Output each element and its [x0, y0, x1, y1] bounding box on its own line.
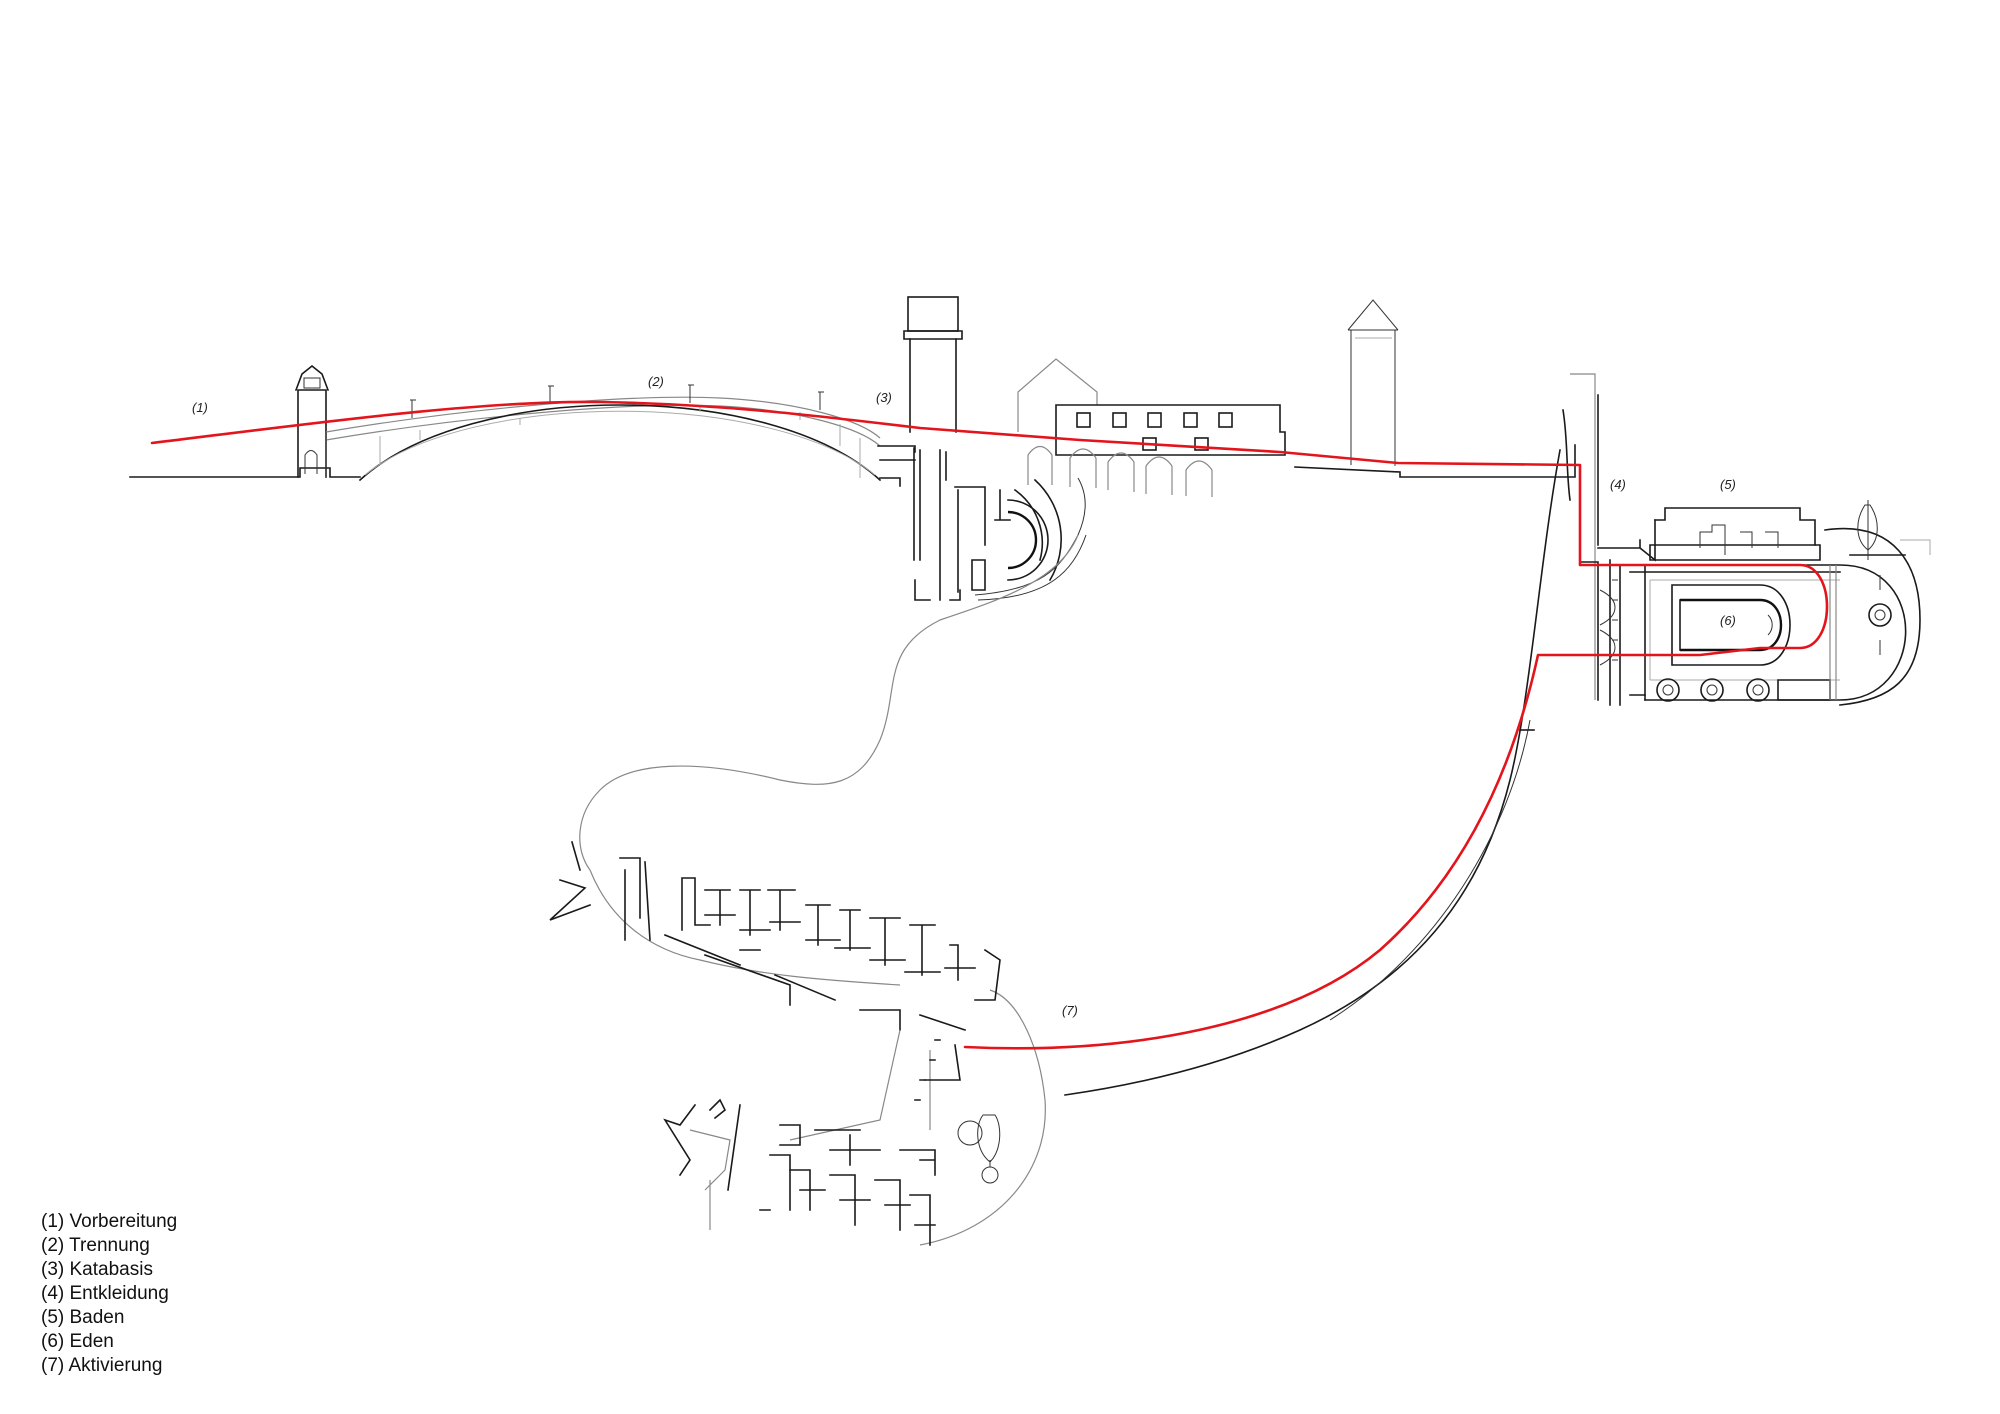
- legend-item: (3) Katabasis: [41, 1259, 153, 1280]
- katabasis-plan: [877, 445, 1087, 601]
- legend: (1) Vorbereitung (2) Trennung (3) Kataba…: [41, 1210, 177, 1378]
- bridge: [325, 384, 882, 482]
- bath-complex: [1064, 373, 1931, 1096]
- legend-item: (5) Baden: [41, 1307, 125, 1328]
- village-buildings: [1017, 358, 1286, 497]
- legend-item: (2) Trennung: [41, 1235, 150, 1256]
- station-label-1: (1): [192, 400, 208, 415]
- legend-item: (6) Eden: [41, 1331, 114, 1352]
- walkway-curve: [579, 534, 1079, 1246]
- legend-item: (1) Vorbereitung: [41, 1211, 178, 1232]
- route-line: [150, 400, 1829, 1050]
- chimney-tower: [903, 296, 963, 433]
- station-label-6: (6): [1720, 613, 1736, 628]
- station-label-4: (4): [1610, 477, 1626, 492]
- ground-line: [129, 444, 1906, 556]
- station-labels: (1) (2) (3) (4) (5) (6) (7): [192, 374, 1736, 1018]
- red-route: [150, 400, 1829, 1050]
- station-label-2: (2): [648, 374, 664, 389]
- legend-item: (4) Entkleidung: [41, 1283, 169, 1304]
- station-label-3: (3): [876, 390, 892, 405]
- legend-item: (7) Aktivierung: [41, 1355, 163, 1376]
- aktivierung-plan: [549, 841, 1001, 1246]
- station-label-5: (5): [1720, 477, 1736, 492]
- church-tower: [1347, 299, 1399, 466]
- station-label-7: (7): [1062, 1003, 1078, 1018]
